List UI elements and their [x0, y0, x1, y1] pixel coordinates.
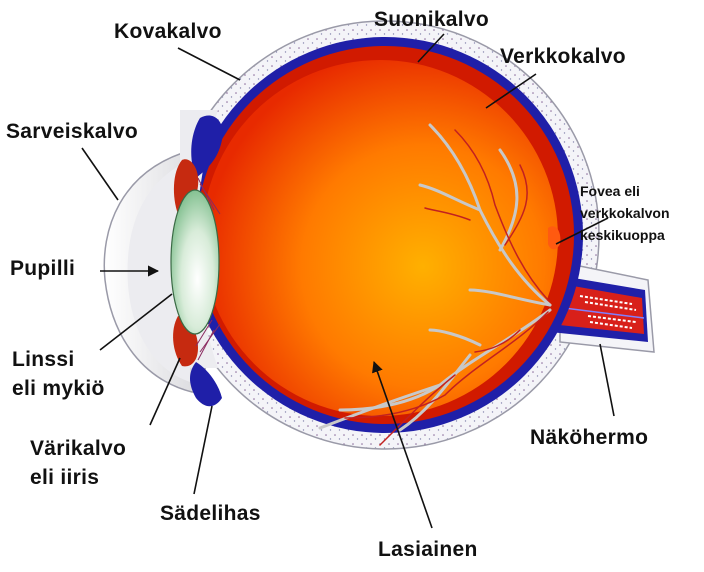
leader-nakohermo: [600, 344, 614, 416]
label-lasiainen: Lasiainen: [378, 538, 478, 562]
label-kovakalvo: Kovakalvo: [114, 20, 222, 44]
label-fovea-line3: keskikuoppa: [580, 224, 670, 246]
leader-kovakalvo: [178, 48, 240, 80]
lens: [171, 190, 219, 334]
label-linssi-line2: eli mykiö: [12, 374, 105, 403]
label-nakohermo: Näköhermo: [530, 426, 648, 450]
leader-sadelihas: [194, 406, 212, 494]
label-linssi: Linssi eli mykiö: [12, 345, 105, 403]
label-suonikalvo: Suonikalvo: [374, 8, 489, 32]
label-fovea-line1: Fovea eli: [580, 180, 670, 202]
label-verkkokalvo: Verkkokalvo: [500, 45, 626, 69]
label-varikalvo-line2: eli iiris: [30, 463, 126, 492]
label-varikalvo: Värikalvo eli iiris: [30, 434, 126, 492]
label-varikalvo-line1: Värikalvo: [30, 434, 126, 463]
label-fovea: Fovea eli verkkokalvon keskikuoppa: [580, 180, 670, 246]
label-linssi-line1: Linssi: [12, 345, 105, 374]
label-sadelihas: Sädelihas: [160, 502, 261, 526]
leader-sarveiskalvo: [82, 148, 118, 200]
label-sarveiskalvo: Sarveiskalvo: [6, 120, 138, 144]
label-fovea-line2: verkkokalvon: [580, 202, 670, 224]
label-pupilli: Pupilli: [10, 257, 75, 281]
vitreous-body: [202, 60, 558, 416]
